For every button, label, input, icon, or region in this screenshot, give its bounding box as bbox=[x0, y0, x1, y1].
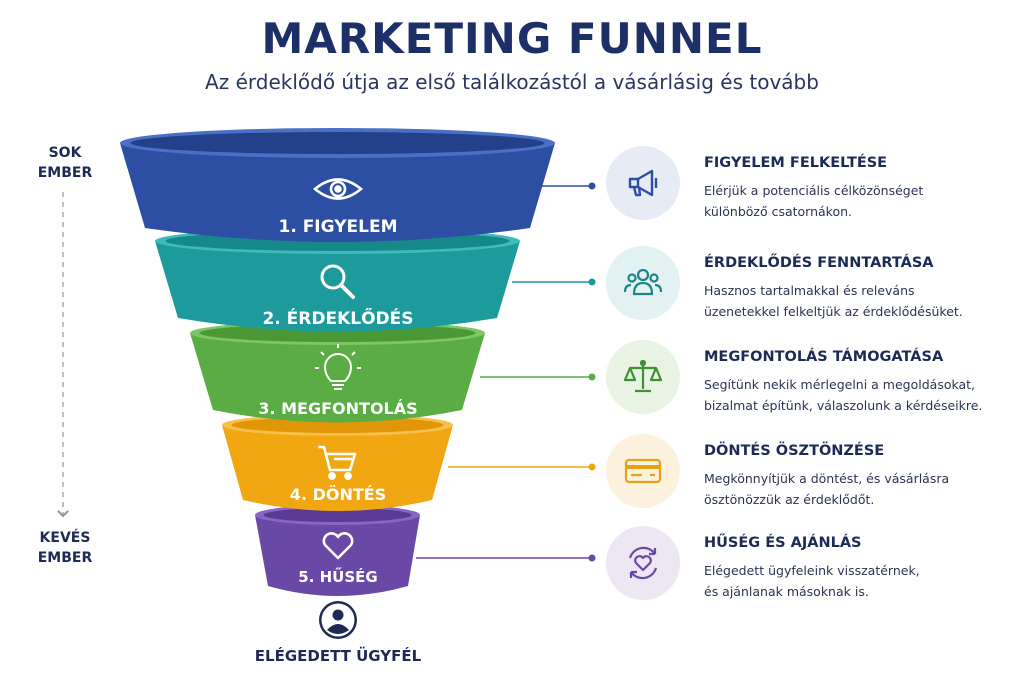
eye-icon bbox=[312, 178, 364, 200]
shopping-cart-icon bbox=[318, 445, 357, 480]
detail-desc-4: Megkönnyítjük a döntést, és vásárlásra ö… bbox=[704, 468, 1014, 510]
connector-4 bbox=[448, 463, 596, 471]
detail-desc-5-line2: és ajánlanak másoknak is. bbox=[704, 584, 869, 599]
detail-desc-2-line2: üzenetekkel felkeltjük az érdeklődésüket… bbox=[704, 304, 963, 319]
bottom-side-label: KEVÉS EMBER bbox=[20, 528, 110, 568]
detail-title-4: DÖNTÉS ÖSZTÖNZÉSE bbox=[704, 443, 885, 459]
connector-2 bbox=[512, 278, 596, 286]
funnel-stage-4-label: 4. DÖNTÉS bbox=[290, 485, 386, 504]
detail-title-1: FIGYELEM FELKELTÉSE bbox=[704, 155, 888, 171]
detail-circle-5 bbox=[606, 526, 680, 600]
funnel-stage-5-label: 5. HŰSÉG bbox=[298, 566, 377, 586]
top-side-label: SOK EMBER bbox=[20, 143, 110, 183]
detail-desc-4-line2: ösztönözzük az érdeklődőt. bbox=[704, 492, 875, 507]
result-label: ELÉGEDETT ÜGYFÉL bbox=[255, 646, 422, 665]
detail-circle-1 bbox=[606, 146, 680, 220]
detail-desc-2: Hasznos tartalmakkal és releváns üzenete… bbox=[704, 280, 1014, 322]
detail-row-2: ÉRDEKLŐDÉS FENNTARTÁSA Hasznos tartalmak… bbox=[606, 246, 1016, 326]
detail-desc-3-line1: Segítünk nekik mérlegelni a megoldásokat… bbox=[704, 377, 976, 392]
detail-title-2: ÉRDEKLŐDÉS FENNTARTÁSA bbox=[704, 255, 934, 271]
connector-1 bbox=[540, 182, 596, 190]
funnel-stage-3-label: 3. MEGFONTOLÁS bbox=[258, 399, 417, 418]
detail-title-3: MEGFONTOLÁS TÁMOGATÁSA bbox=[704, 349, 944, 365]
detail-row-4: DÖNTÉS ÖSZTÖNZÉSE Megkönnyítjük a döntés… bbox=[606, 434, 1016, 514]
detail-desc-2-line1: Hasznos tartalmakkal és releváns bbox=[704, 283, 915, 298]
detail-circle-2 bbox=[606, 246, 680, 320]
detail-desc-3: Segítünk nekik mérlegelni a megoldásokat… bbox=[704, 374, 1014, 416]
detail-row-1: FIGYELEM FELKELTÉSE Elérjük a potenciáli… bbox=[606, 146, 1016, 226]
bottom-side-label-line1: KEVÉS bbox=[39, 530, 91, 546]
detail-desc-1: Elérjük a potenciális célközönséget külö… bbox=[704, 180, 1014, 222]
people-icon bbox=[623, 268, 663, 296]
connector-5 bbox=[416, 554, 596, 562]
detail-title-5: HŰSÉG ÉS AJÁNLÁS bbox=[704, 535, 862, 551]
credit-card-icon bbox=[624, 458, 662, 484]
connector-3 bbox=[480, 373, 596, 381]
page-subtitle: Az érdeklődő útja az első találkozástól … bbox=[205, 70, 819, 94]
detail-desc-5-line1: Elégedett ügyfeleink visszatérnek, bbox=[704, 563, 920, 578]
lightbulb-icon bbox=[315, 344, 361, 390]
heart-icon bbox=[322, 532, 354, 560]
funnel-stage-5 bbox=[255, 505, 420, 596]
detail-desc-1-line1: Elérjük a potenciális célközönséget bbox=[704, 183, 924, 198]
loyalty-heart-icon bbox=[628, 546, 658, 580]
search-icon bbox=[320, 264, 355, 299]
detail-circle-3 bbox=[606, 340, 680, 414]
detail-row-5: HŰSÉG ÉS AJÁNLÁS Elégedett ügyfeleink vi… bbox=[606, 526, 1016, 606]
funnel-stage-1-label: 1. FIGYELEM bbox=[278, 217, 397, 237]
customer-icon bbox=[319, 601, 357, 639]
detail-desc-3-line2: bizalmat építünk, válaszolunk a kérdései… bbox=[704, 398, 983, 413]
bottom-side-label-line2: EMBER bbox=[37, 550, 93, 566]
funnel-stage-2-label: 2. ÉRDEKLŐDÉS bbox=[262, 307, 413, 329]
detail-row-3: MEGFONTOLÁS TÁMOGATÁSA Segítünk nekik mé… bbox=[606, 340, 1016, 420]
page-title: MARKETING FUNNEL bbox=[261, 14, 763, 63]
detail-desc-5: Elégedett ügyfeleink visszatérnek, és aj… bbox=[704, 560, 1014, 602]
top-side-label-line1: SOK bbox=[48, 145, 82, 161]
detail-desc-1-line2: különböző csatornákon. bbox=[704, 204, 853, 219]
megaphone-icon bbox=[628, 169, 658, 197]
detail-desc-4-line1: Megkönnyítjük a döntést, és vásárlásra bbox=[704, 471, 950, 486]
detail-circle-4 bbox=[606, 434, 680, 508]
scale-icon bbox=[623, 359, 663, 393]
top-side-label-line2: EMBER bbox=[37, 165, 93, 181]
